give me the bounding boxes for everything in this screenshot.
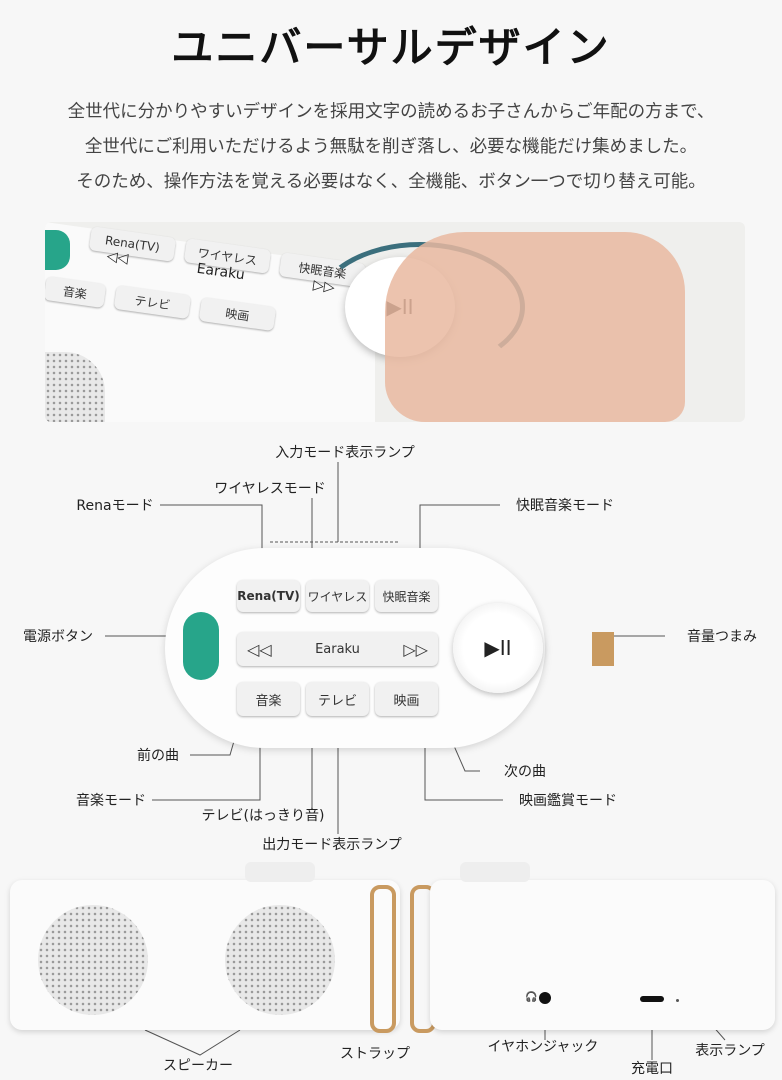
- label-volume-knob: 音量つまみ: [687, 629, 757, 645]
- usage-photo: Rena(TV) ワイヤレス 快眠音楽 ◁◁ Earaku ▷▷ 音楽 テレビ …: [45, 222, 745, 422]
- label-music-mode: 音楽モード: [76, 793, 146, 809]
- movie-button[interactable]: 映画: [375, 682, 438, 716]
- sleep-music-button[interactable]: 快眠音楽: [375, 580, 438, 612]
- label-movie-mode: 映画鑑賞モード: [519, 793, 617, 809]
- label-tv-mode: テレビ(はっきり音): [201, 808, 325, 824]
- prev-track-button[interactable]: ◁◁: [247, 639, 272, 659]
- label-sleep-mode: 快眠音楽モード: [516, 498, 614, 514]
- label-prev-track: 前の曲: [137, 748, 179, 764]
- volume-knob[interactable]: ▶II: [453, 603, 543, 693]
- rena-button[interactable]: Rena(TV): [237, 580, 300, 612]
- strap-tab: [592, 632, 614, 666]
- label-input-lamp: 入力モード表示ランプ: [275, 445, 415, 461]
- label-next-track: 次の曲: [504, 764, 546, 780]
- label-indicator-lamp: 表示ランプ: [695, 1043, 765, 1059]
- label-strap: ストラップ: [340, 1046, 410, 1062]
- label-power-button: 電源ボタン: [23, 629, 93, 645]
- speaker-right: [225, 905, 335, 1015]
- indicator-lamp: [676, 999, 679, 1002]
- hand: [385, 232, 685, 422]
- headphone-icon: 🎧: [525, 992, 538, 1003]
- speaker-left: [38, 905, 148, 1015]
- strap-left: [370, 885, 396, 1033]
- play-pause-icon: ▶II: [484, 636, 512, 660]
- brand-logo: Earaku: [315, 641, 360, 657]
- track-button-bar: ◁◁ Earaku ▷▷: [237, 632, 438, 666]
- description-line: 全世代に分かりやすいデザインを採用文字の読めるお子さんからご年配の方まで、: [67, 102, 715, 122]
- description-line: 全世代にご利用いただけるよう無駄を削ぎ落し、必要な機能だけ集めました。: [84, 137, 698, 157]
- music-button[interactable]: 音楽: [237, 682, 300, 716]
- device-back-view: [430, 880, 775, 1030]
- label-charging-port: 充電口: [631, 1061, 673, 1077]
- power-button-photo: [45, 230, 70, 270]
- label-wireless-mode: ワイヤレスモード: [214, 481, 326, 497]
- label-rena-mode: Renaモード: [76, 498, 154, 514]
- next-track-button[interactable]: ▷▷: [403, 639, 428, 659]
- label-earphone-jack: イヤホンジャック: [487, 1039, 599, 1055]
- tv-button[interactable]: テレビ: [306, 682, 369, 716]
- page-title: ユニバーサルデザイン: [171, 23, 611, 72]
- charging-port: [640, 996, 664, 1002]
- earphone-jack: [539, 992, 551, 1004]
- power-button[interactable]: [183, 612, 219, 680]
- label-speaker: スピーカー: [163, 1058, 233, 1074]
- wireless-button[interactable]: ワイヤレス: [306, 580, 369, 612]
- label-output-lamp: 出力モード表示ランプ: [262, 837, 402, 853]
- description-line: そのため、操作方法を覚える必要はなく、全機能、ボタン一つで切り替え可能。: [76, 172, 706, 192]
